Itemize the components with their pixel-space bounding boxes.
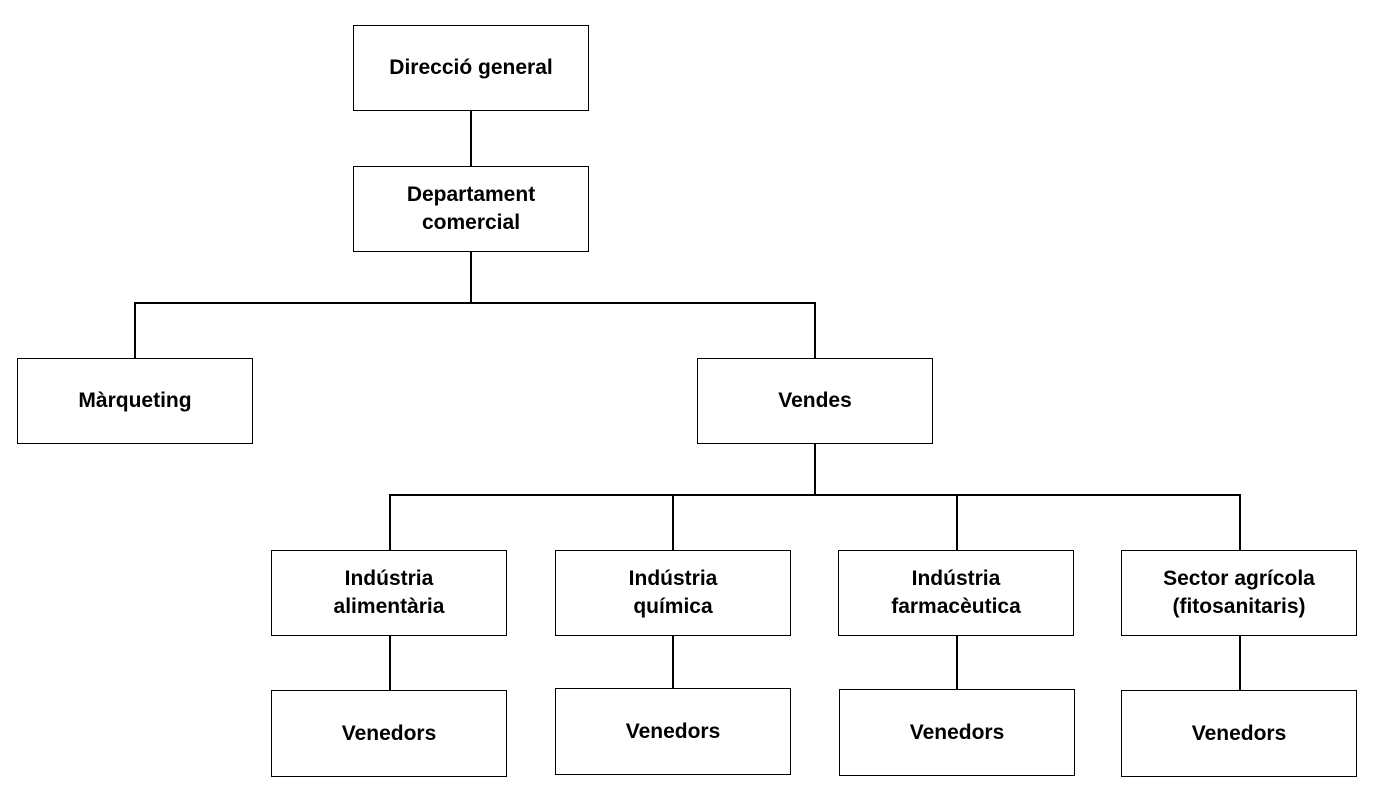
node-venedors-alimentaria-label: Venedors: [341, 721, 437, 745]
node-industria-farmaceutica-line1: Indústria: [911, 567, 1001, 590]
connector-departament-branch: [134, 302, 815, 304]
node-sector-agricola-line2: (fitosanitaris): [1172, 595, 1306, 618]
connector-to-farmaceutica: [956, 494, 958, 550]
node-venedors-agricola-label: Venedors: [1191, 721, 1287, 745]
connector-departament-down: [470, 251, 472, 303]
node-sector-agricola-line1: Sector agrícola: [1163, 567, 1315, 590]
node-sector-agricola: Sector agrícola (fitosanitaris): [1121, 550, 1357, 636]
node-industria-quimica-line2: química: [633, 595, 713, 618]
connector-to-agricola: [1239, 494, 1241, 550]
node-industria-farmaceutica-line2: farmacèutica: [891, 595, 1021, 618]
connector-agricola-venedors: [1239, 635, 1241, 691]
node-venedors-farmaceutica: Venedors: [839, 689, 1075, 776]
connector-farmaceutica-venedors: [956, 635, 958, 690]
node-direccio-general-label: Direcció general: [389, 56, 553, 79]
node-departament-comercial-line1: Departament: [406, 183, 536, 206]
connector-to-quimica: [672, 494, 674, 550]
node-industria-alimentaria-line1: Indústria: [344, 567, 434, 590]
node-industria-alimentaria-line2: alimentària: [333, 595, 445, 618]
node-venedors-agricola: Venedors: [1121, 690, 1357, 777]
node-industria-farmaceutica: Indústria farmacèutica: [838, 550, 1074, 636]
connector-alimentaria-venedors: [389, 635, 391, 691]
node-venedors-quimica-label: Venedors: [625, 719, 721, 743]
connector-quimica-venedors: [672, 635, 674, 689]
node-vendes: Vendes: [697, 358, 933, 444]
node-venedors-farmaceutica-label: Venedors: [909, 720, 1005, 744]
connector-vendes-down: [814, 443, 816, 495]
connector-to-alimentaria: [389, 494, 391, 550]
node-direccio-general: Direcció general: [353, 25, 589, 111]
node-departament-comercial-line2: comercial: [421, 211, 521, 234]
connector-to-marqueting: [134, 302, 136, 358]
node-marqueting-label: Màrqueting: [78, 389, 192, 412]
connector-to-vendes: [814, 302, 816, 358]
node-vendes-label: Vendes: [778, 389, 852, 412]
node-industria-quimica-line1: Indústria: [628, 567, 718, 590]
node-venedors-quimica: Venedors: [555, 688, 791, 775]
node-departament-comercial: Departament comercial: [353, 166, 589, 252]
node-industria-quimica: Indústria química: [555, 550, 791, 636]
node-venedors-alimentaria: Venedors: [271, 690, 507, 777]
node-marqueting: Màrqueting: [17, 358, 253, 444]
connector-vendes-branch: [389, 494, 1240, 496]
connector-direccio-departament: [470, 110, 472, 166]
node-industria-alimentaria: Indústria alimentària: [271, 550, 507, 636]
